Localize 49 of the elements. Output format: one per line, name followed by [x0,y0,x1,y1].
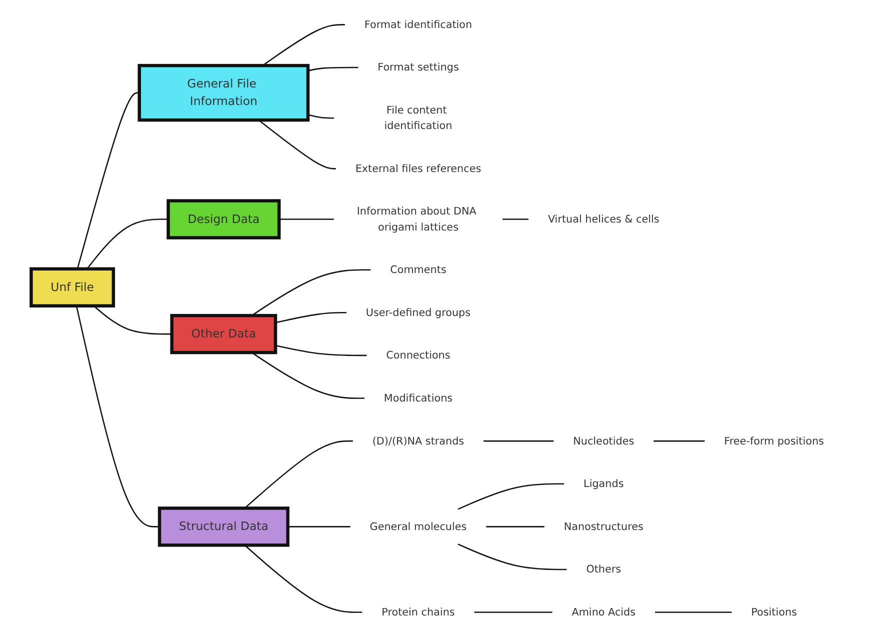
node-text: Positions [750,606,797,618]
node-text: General molecules [369,520,466,533]
node-box: Other Data [170,314,277,354]
node-text: Modifications [384,392,452,404]
connector [308,114,334,119]
node-text: Nanostructures [564,520,644,533]
node-text: Others [586,562,621,576]
node-text: Protein chains [381,606,455,618]
node-text: Format identification [364,18,472,31]
connector [251,352,364,399]
node-text: File content identification [384,104,452,132]
node-text: Information about DNA origami lattices [356,204,476,233]
node-box: Design Data [166,199,280,240]
connector [278,218,334,220]
connector [93,305,172,335]
node-text: Ligands [583,477,624,490]
connector [275,312,346,324]
node-box: General File Information [137,64,310,122]
node-text: Format settings [377,61,459,74]
node-text: Free-form positions [724,434,824,447]
connector [308,66,358,72]
node-text: Amino Acids [571,606,636,618]
connector [486,526,544,528]
node-text: External files references [355,162,481,175]
connector [288,526,350,528]
connector [457,544,566,570]
connector [502,218,528,220]
connector [244,440,353,509]
node-text: (D)/(R)NA strands [372,434,464,447]
node-text: Nucleotides [572,434,634,447]
connector [474,612,552,613]
connector [76,92,140,270]
connector [258,120,336,170]
node-text: Connections [386,348,450,362]
connector [653,440,704,442]
node-text: Virtual helices & cells [548,212,660,226]
connector [76,306,160,528]
node-text: Comments [390,263,446,276]
connector [275,344,366,356]
connector [244,544,362,613]
connector [86,218,168,270]
node-box: Unf File [29,267,115,308]
connector [654,612,732,613]
node-text: User-defined groups [366,306,470,318]
connector [251,269,370,316]
connector [483,440,554,442]
connector [262,24,345,66]
connector [457,483,564,510]
node-box: Structural Data [158,506,290,547]
